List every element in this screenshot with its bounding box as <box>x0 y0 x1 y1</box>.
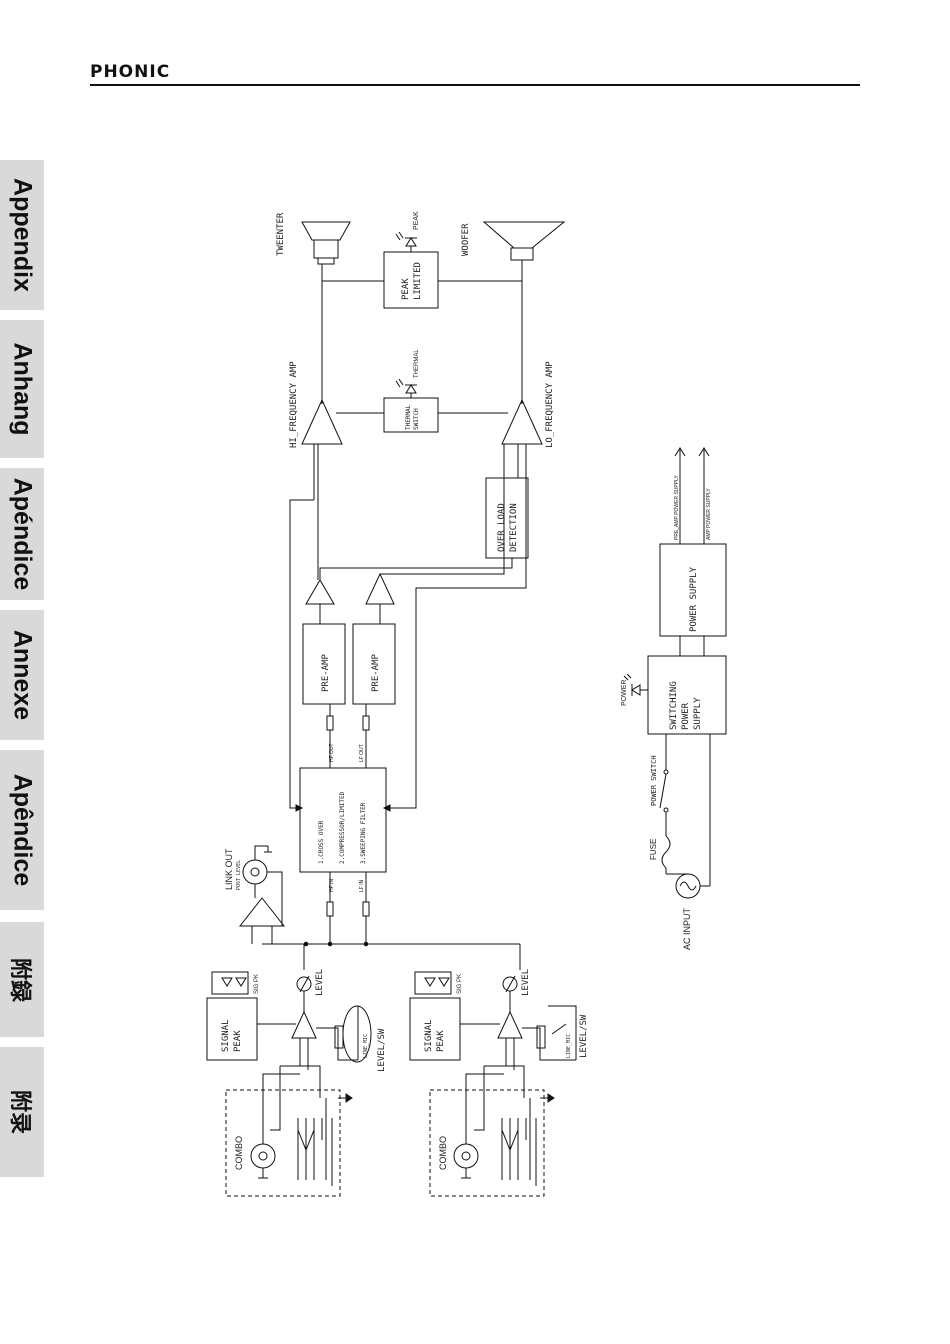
amp-power-label: AMP POWER SUPPLY <box>706 488 712 540</box>
combo-label-1: COMBO <box>234 1136 244 1170</box>
sig-pk-label-1: SIG PK <box>254 974 260 994</box>
signal-peak-block-2 <box>409 997 461 1061</box>
tweenter-label: TWEENTER <box>276 212 286 256</box>
input-preamp-2 <box>497 1010 523 1039</box>
power-supply-arrows <box>674 447 710 544</box>
level-sw-label-1: LEVEL/SW <box>377 1028 387 1072</box>
buffer-hf-triangle <box>305 579 335 605</box>
tab-apendice-es[interactable]: Apéndice <box>0 468 44 600</box>
combo-label-2: COMBO <box>438 1136 448 1170</box>
tab-apendice-pt[interactable]: Apêndice <box>0 750 44 910</box>
hf-in-label: HF IN <box>329 879 335 892</box>
fuse-label: FUSE <box>649 839 658 860</box>
pre-amp-lf-block <box>352 623 396 705</box>
sig-pk-leds-2 <box>414 971 452 995</box>
peak-led-icon <box>395 231 417 252</box>
tab-annexe[interactable]: Annexe <box>0 610 44 740</box>
level-label-2: LEVEL <box>521 969 531 996</box>
signal-peak-label-2: PEAK <box>436 1030 446 1052</box>
peak-limited-label: PEAK <box>401 278 411 300</box>
lf-in-label: LF IN <box>359 879 365 892</box>
overload-detection-label: OVER LOAD <box>497 503 507 552</box>
thermal-led-icon <box>395 378 417 398</box>
fuse-icon <box>661 835 671 869</box>
switching-power-supply-label: SWITCHING <box>669 681 679 730</box>
signal-peak-label-2: SIGNAL <box>424 1019 434 1052</box>
sig-pk-label-2: SIG PK <box>457 974 463 994</box>
peak-led-label: PEAK <box>413 211 420 230</box>
hi-frequency-amp-label: HI_FREQUENCY AMP <box>289 361 299 448</box>
switching-power-supply-block <box>647 655 727 735</box>
line-mic-label-1: LINE_MIC <box>363 1034 369 1058</box>
pre-amp-hf-block <box>302 623 346 705</box>
thermal-led-label: THERMAL <box>414 349 420 378</box>
tab-anhang[interactable]: Anhang <box>0 320 44 458</box>
processor-label: 3.SWEEPING FILTER <box>360 802 367 864</box>
sig-pk-leds-1 <box>211 971 249 995</box>
signal-peak-label-1: PEAK <box>233 1030 243 1052</box>
ac-input-label: AC INPUT <box>682 907 692 950</box>
level-sw-label-2: LEVEL/SW <box>579 1014 589 1058</box>
header-rule <box>90 84 860 86</box>
level-label-1: LEVEL <box>315 969 325 996</box>
buffer-lf-triangle <box>365 572 395 605</box>
power-supply-block <box>659 543 727 637</box>
link-out-xlr-connector <box>242 859 268 885</box>
line-mic-label-2: LINE_MIC <box>566 1034 572 1058</box>
level-sw-switch-1 <box>342 1005 372 1063</box>
brand-logo: PHONIC <box>90 62 171 82</box>
power-supply-label: POWER SUPPLY <box>689 566 699 632</box>
lo-frequency-amp-label: LO_FREQUENCY AMP <box>545 361 555 448</box>
power-switch-label: POWER SWITCH <box>650 755 658 806</box>
combo-jack-2 <box>429 1089 545 1197</box>
signal-peak-block-1 <box>206 997 258 1061</box>
tab-appendix[interactable]: Appendix <box>0 160 44 310</box>
processor-block <box>299 767 387 873</box>
hi-frequency-amp-triangle <box>301 398 343 445</box>
lo-frequency-amp-triangle <box>501 398 543 445</box>
lf-out-label: LF OUT <box>359 744 365 762</box>
tab-fuluku-jp[interactable]: 附録 <box>0 922 44 1037</box>
power-led-icon <box>623 673 648 696</box>
peak-limited-label: LIMITED <box>413 262 423 300</box>
link-out-buffer <box>238 897 286 927</box>
thermal-switch-label: SWITCH <box>413 408 420 430</box>
pre-amp-label: PRE-AMP <box>321 653 331 692</box>
processor-label: 1.CROSS OVER <box>318 820 325 864</box>
combo-jack-1 <box>225 1089 341 1197</box>
tab-fulu-cn[interactable]: 附录 <box>0 1047 44 1177</box>
woofer-speaker-icon <box>482 221 566 261</box>
hf-out-label: HF OUT <box>329 743 335 762</box>
power-led-label: POWER <box>621 680 628 706</box>
post-level-label: POST LEVEL <box>236 860 242 890</box>
tweeter-speaker-icon <box>301 221 351 265</box>
overload-detection-block <box>485 477 529 559</box>
switching-power-supply-label: SUPPLY <box>693 697 703 730</box>
pre-amp-power-label: PRE_AMP POWER SUPPLY <box>674 475 680 540</box>
overload-detection-label: DETECTION <box>509 503 519 552</box>
switching-power-supply-label: POWER <box>681 702 691 730</box>
pre-amp-label: PRE-AMP <box>371 653 381 692</box>
woofer-label: WOOFER <box>461 223 471 256</box>
level-sw-switch-2 <box>548 1005 577 1060</box>
thermal-switch-label: THERMAL <box>405 404 412 430</box>
input-preamp-1 <box>291 1010 317 1039</box>
link-out-label: LINK OUT <box>224 848 234 890</box>
power-switch-icon <box>659 773 667 809</box>
peak-limited-block <box>383 251 439 309</box>
signal-peak-label-1: SIGNAL <box>221 1019 231 1052</box>
processor-label: 2.COMPRESSOR/LIMITED <box>339 791 346 864</box>
